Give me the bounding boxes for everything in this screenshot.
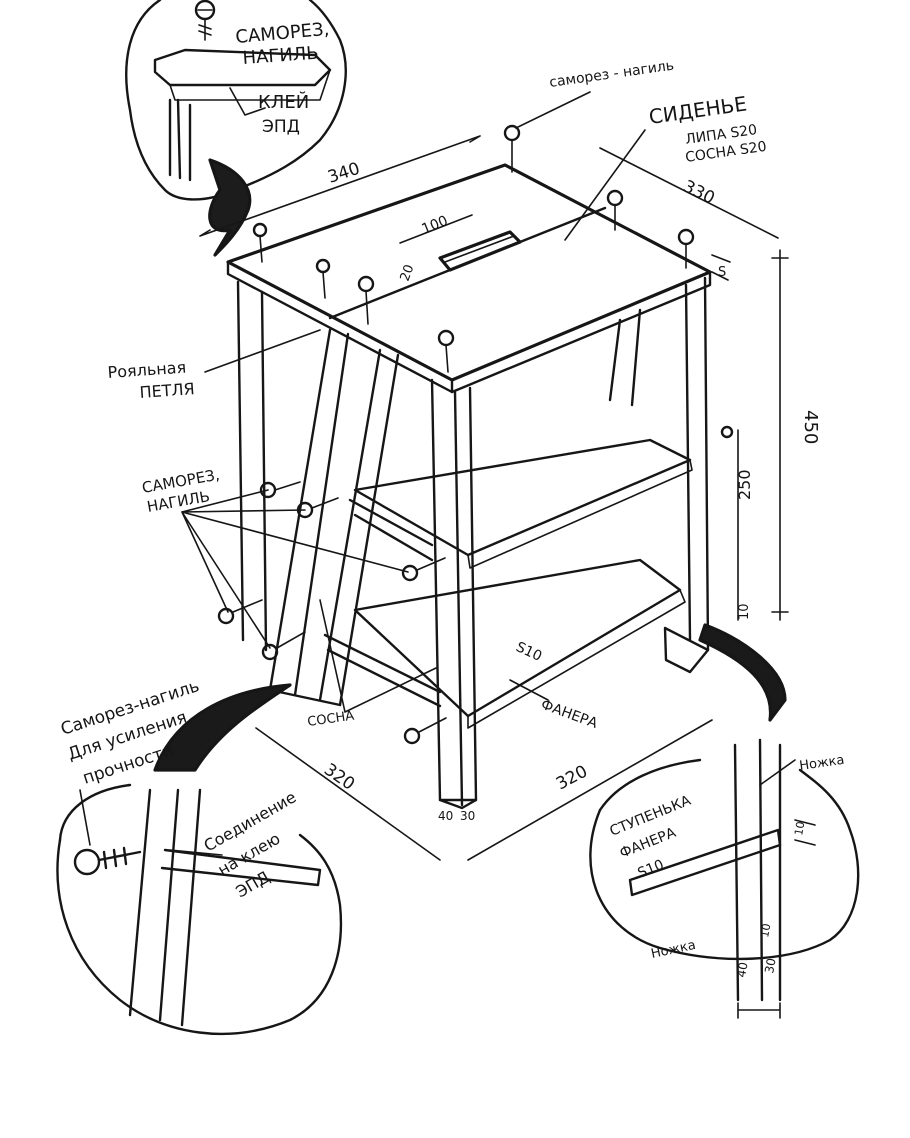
leader-hinge	[204, 329, 321, 373]
dim-330-line	[599, 147, 779, 239]
leader-screw-side	[181, 489, 409, 649]
top-detail-bubble	[125, 0, 347, 257]
dim-340-line	[199, 135, 481, 237]
leader-plywood	[509, 679, 549, 701]
label-screw-dowel-top: саморез - нагиль	[548, 58, 675, 91]
dim-100-line	[399, 214, 473, 244]
dim-seat-thickness: S	[718, 265, 726, 280]
dim-seat-thick	[711, 254, 731, 281]
stool-frame	[236, 276, 713, 861]
dim-handle: 100	[420, 213, 451, 238]
seat-screws	[252, 124, 695, 373]
bottom-right-detail-bubble	[589, 623, 860, 1019]
dim-detail-40: 40	[734, 961, 750, 978]
seat-top	[226, 124, 712, 394]
leader-screw-top	[515, 91, 591, 129]
dim-handle-gap: 20	[398, 263, 418, 284]
dim-detail-30: 30	[762, 957, 778, 974]
bottom-left-detail-bubble	[56, 683, 343, 1036]
label-top-dowel: НАГИЛЬ	[242, 43, 319, 69]
label-leg-top: Ножка	[798, 753, 845, 774]
label-plywood: ФАНЕРА	[539, 697, 600, 732]
dim-leg-b: 30	[460, 809, 475, 823]
label-joint-3: ЭПД	[233, 867, 273, 901]
label-hinge-2: ПЕТЛЯ	[139, 379, 195, 402]
label-pine: СОСНА	[306, 709, 355, 730]
leader-seat	[564, 129, 646, 241]
label-top-epd: ЭПД	[262, 117, 300, 137]
dim-base-right: 320	[553, 762, 591, 795]
dim-detail-10b: 10	[758, 922, 773, 938]
label-step-3: S10	[636, 857, 667, 882]
dim-leg-a: 40	[438, 809, 453, 823]
label-top-glue: КЛЕЙ	[258, 91, 309, 113]
leader-pine	[319, 599, 437, 713]
dim-height: 450	[800, 410, 821, 444]
label-hinge-1: Рояльная	[107, 358, 187, 382]
dim-base-left: 320	[320, 760, 358, 795]
dim-top-width: 340	[325, 159, 362, 188]
dim-height-line	[771, 249, 789, 621]
label-leg-bottom: Ножка	[650, 938, 697, 962]
dim-lower-gap: 10	[737, 603, 752, 620]
dim-detail-10: 10	[792, 820, 807, 836]
dim-step-plywood: S10	[513, 639, 544, 665]
dim-step-spacing: 250	[735, 469, 754, 500]
label-seat-title: СИДЕНЬЕ	[647, 91, 748, 128]
